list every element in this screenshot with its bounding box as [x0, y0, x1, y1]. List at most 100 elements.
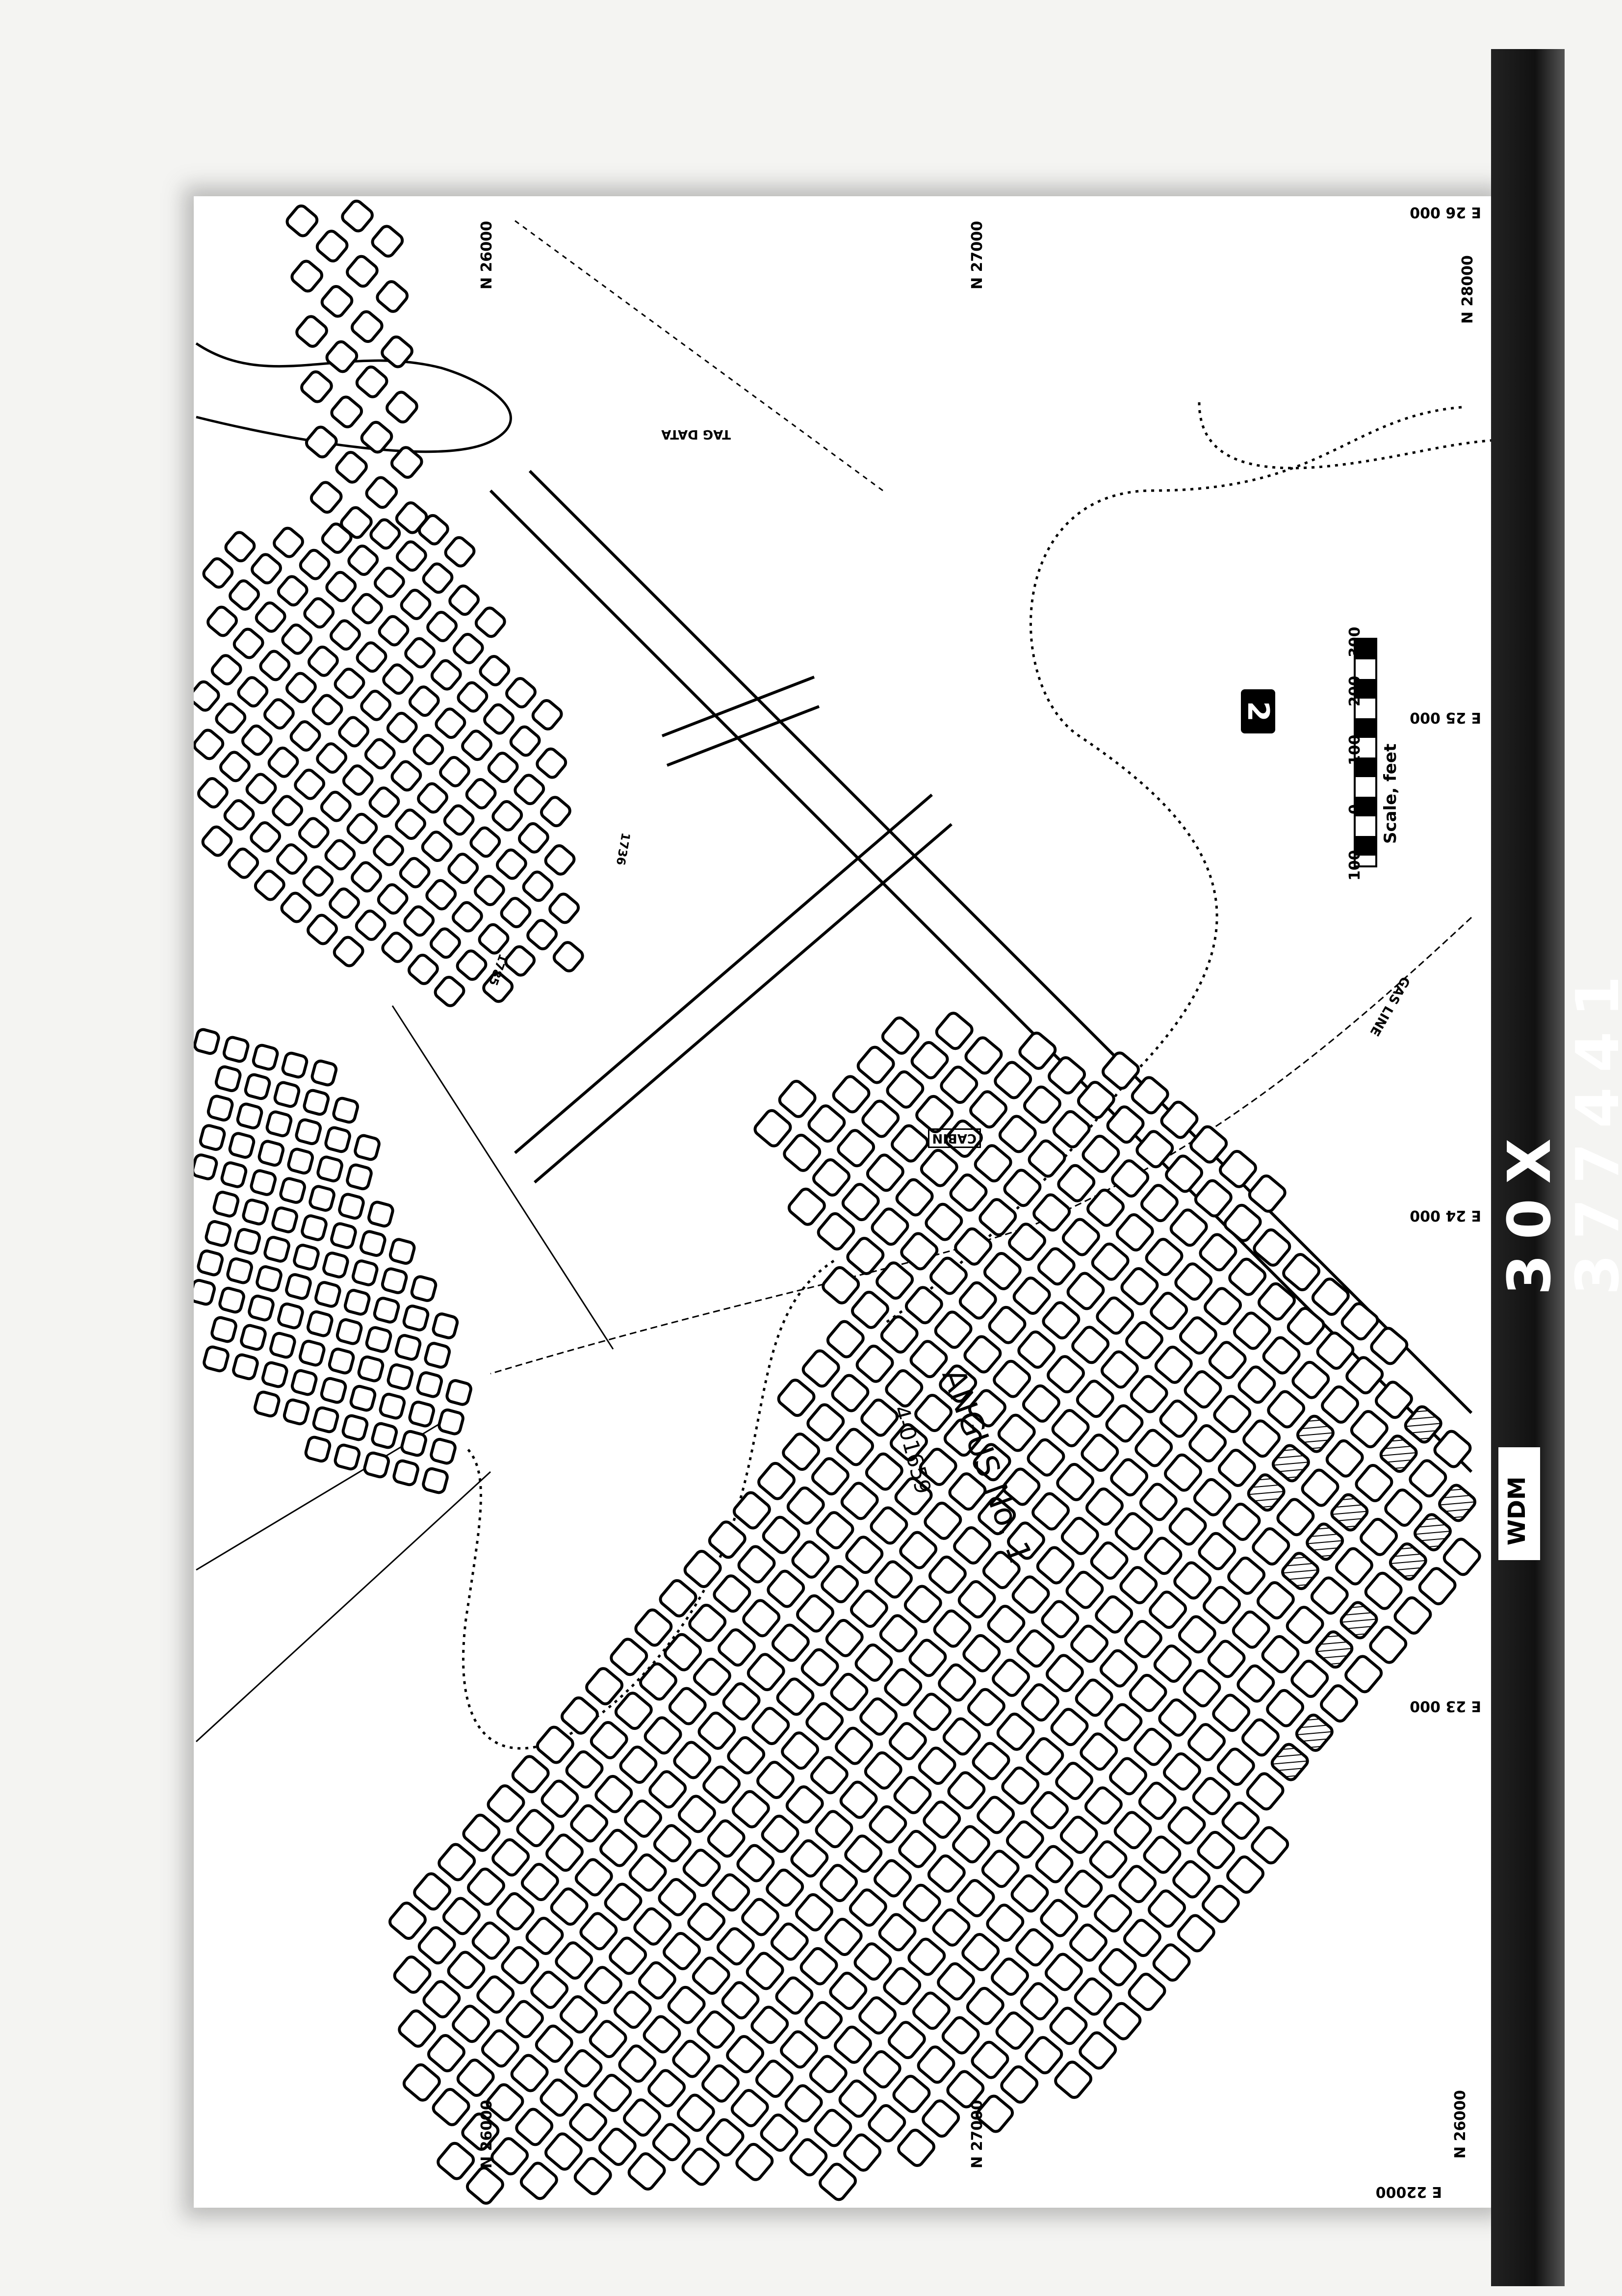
mine-pillar: [496, 1892, 535, 1931]
mine-pillar: [859, 1697, 898, 1736]
mine-pillar: [298, 817, 330, 849]
mine-pillar: [1079, 2031, 1117, 2070]
mine-pillar: [1023, 1085, 1061, 1124]
boundary-line: [391, 1005, 614, 1350]
mine-pillar: [220, 1161, 248, 1188]
mine-pillar: [501, 1946, 540, 1984]
mine-pillar: [678, 1795, 716, 1833]
mine-pillar: [584, 1966, 622, 2005]
mine-pillar: [473, 875, 505, 906]
mine-pillar: [544, 844, 576, 876]
mine-pillar: [393, 1956, 432, 1994]
mine-pillar: [1015, 1928, 1054, 1967]
mine-pillar: [456, 2059, 495, 2097]
mine-pillar: [430, 1437, 457, 1465]
wdm-tag-text: WDM: [1503, 1476, 1531, 1545]
mine-pillar: [976, 2094, 1014, 2133]
legend-title: TAG DATA: [661, 427, 731, 442]
mine-pillar: [300, 370, 333, 403]
mine-pillar: [1120, 1267, 1159, 1305]
mine-pillar: [778, 1080, 817, 1118]
mine-pillar: [869, 1805, 907, 1844]
mine-pillar: [782, 1433, 821, 1471]
mine-pillar: [1145, 1238, 1184, 1277]
mine-pillar: [627, 2152, 666, 2191]
mine-pillar: [1295, 1713, 1334, 1752]
mine-pillar: [194, 680, 220, 712]
mine-pillar: [1187, 1723, 1226, 1762]
mine-pillar: [1252, 1527, 1290, 1566]
mine-pillar: [692, 1957, 730, 1995]
mine-pillar: [850, 1590, 888, 1628]
mine-pillar: [961, 1933, 1000, 1971]
mine-pillar: [311, 694, 343, 726]
mine-pillar: [956, 1879, 995, 1918]
mine-pillar: [1193, 1478, 1232, 1516]
mine-pillar: [219, 751, 251, 783]
mine-pillar: [845, 1536, 884, 1574]
mine-map-drawing: [194, 199, 1493, 2205]
mine-pillar: [215, 702, 247, 734]
mine-pillar: [298, 1339, 326, 1367]
mine-pillar: [1050, 1708, 1089, 1747]
mine-pillar: [1021, 1683, 1059, 1722]
mine-pillar: [968, 1389, 1006, 1428]
mine-pillar: [381, 932, 413, 963]
mine-pillar: [742, 1599, 781, 1638]
mine-pillar: [799, 1947, 838, 1985]
mine-pillar: [819, 2163, 857, 2201]
mine-pillar: [1119, 1566, 1158, 1604]
mine-pillar: [721, 1981, 760, 2020]
mine-pillar: [1131, 1076, 1169, 1115]
mine-pillar: [589, 2020, 627, 2059]
scale-title: Scale, feet: [1381, 743, 1400, 844]
mine-pillar: [1184, 1370, 1222, 1409]
mine-pillar: [315, 230, 349, 262]
mine-pillar: [1091, 1242, 1130, 1281]
mine-pillar: [1247, 1473, 1286, 1512]
mine-pillar: [341, 199, 374, 233]
mine-pillar: [939, 1364, 978, 1403]
mine-pillar: [917, 2045, 955, 2084]
mine-pillar: [1316, 1331, 1355, 1370]
mine-pillar: [1248, 1174, 1287, 1213]
mine-pillar: [1098, 1948, 1137, 1986]
mine-pillar: [293, 1244, 320, 1271]
mine-pillar: [991, 1957, 1029, 1996]
mine-pillar: [653, 1824, 692, 1863]
mine-pillar: [1094, 1894, 1133, 1932]
mine-pillar: [786, 1486, 825, 1525]
mine-pillar: [250, 821, 282, 853]
mine-pillar: [986, 1904, 1025, 1942]
mine-pillar: [1040, 1899, 1079, 1937]
mine-pillar: [1030, 1791, 1069, 1829]
mine-pillar: [1172, 1860, 1211, 1899]
mine-pillar: [1311, 1278, 1350, 1316]
mine-pillar: [1008, 1223, 1046, 1261]
mine-pillar: [1080, 1732, 1118, 1771]
mine-pillar: [1104, 1703, 1143, 1742]
mine-pillar: [416, 1371, 443, 1398]
mine-pillar: [478, 923, 510, 955]
mine-pillar: [753, 1109, 792, 1148]
mine-pillar: [388, 1238, 416, 1265]
scale-tick: 300: [1346, 626, 1364, 657]
mine-pillar: [490, 2137, 529, 2176]
mine-pillar: [404, 637, 436, 669]
mine-pillar: [536, 747, 567, 779]
mine-pillar: [1198, 1532, 1236, 1570]
mine-pillar: [432, 1312, 459, 1339]
mine-pillar: [919, 1448, 957, 1486]
mine-pillar: [442, 1897, 481, 1935]
mine-pillar: [893, 1775, 932, 1814]
mine-pillar: [1081, 1134, 1120, 1173]
mine-pillar: [927, 1854, 966, 1893]
mine-pillar: [1165, 1154, 1204, 1193]
mine-pillar: [1106, 1105, 1145, 1144]
mine-pillar: [272, 795, 304, 827]
mine-pillar: [390, 760, 422, 792]
mine-pillar: [735, 2142, 774, 2181]
mine-pillar: [1031, 1492, 1070, 1531]
mine-pillar: [495, 848, 527, 880]
mine-pillar: [825, 1618, 864, 1657]
